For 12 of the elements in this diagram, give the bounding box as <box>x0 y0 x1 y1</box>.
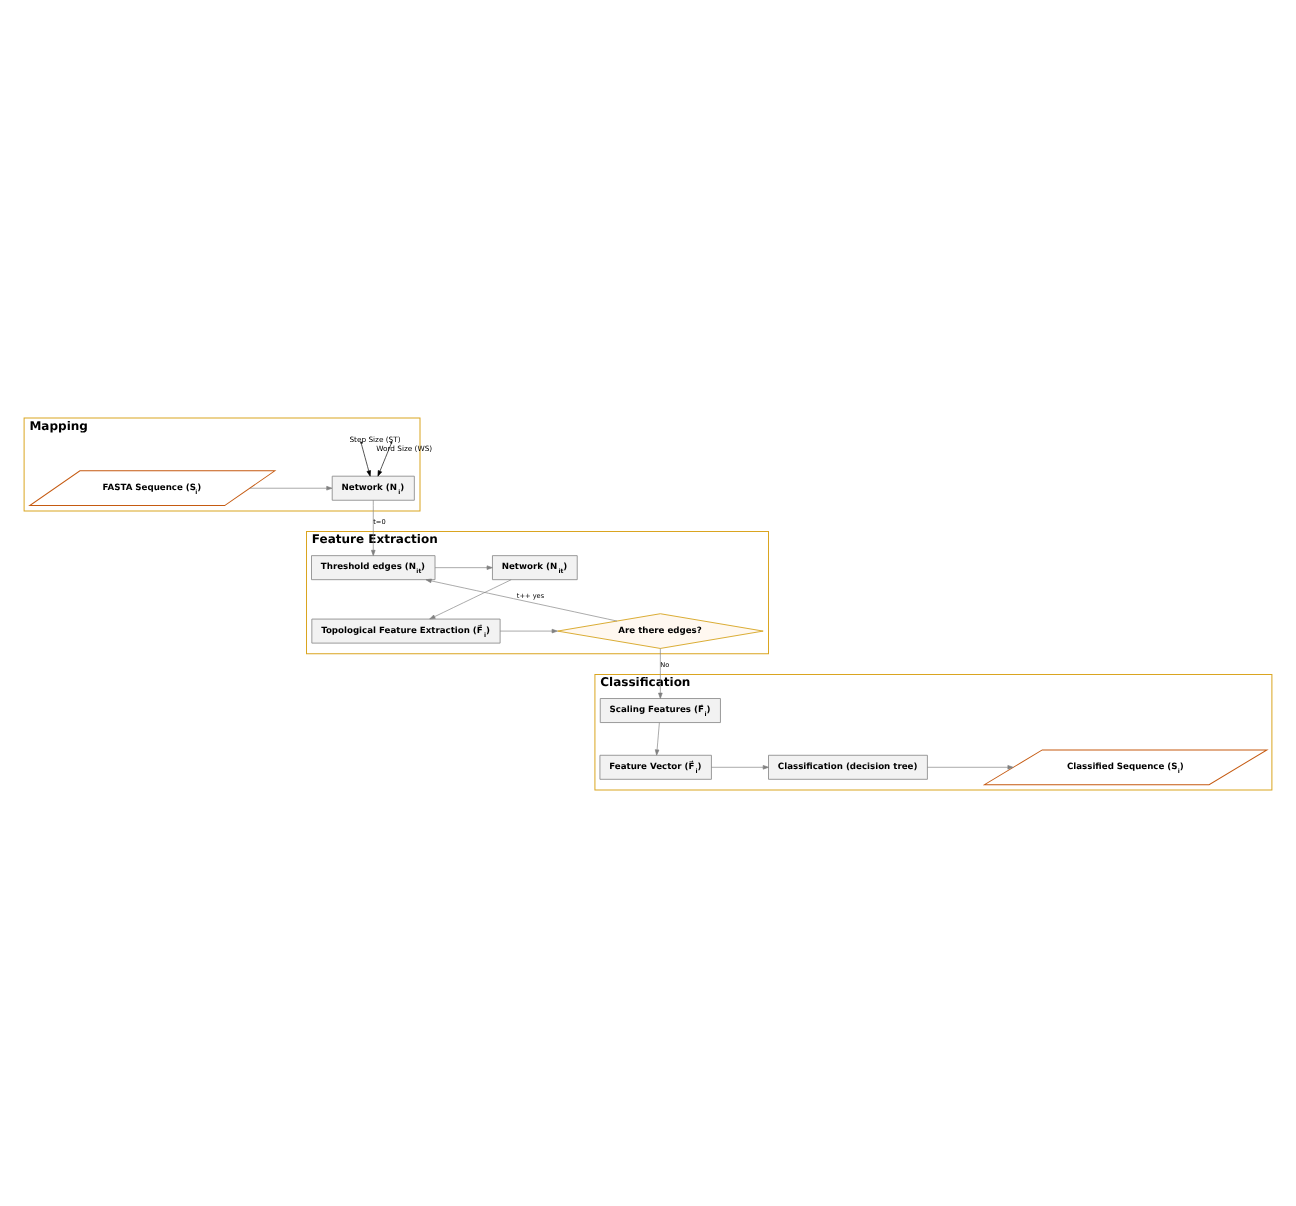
arrow <box>377 442 392 476</box>
arrow <box>434 564 493 569</box>
arrow <box>429 578 512 619</box>
arrow <box>249 485 333 490</box>
arrow <box>371 498 376 555</box>
arrow <box>499 627 558 633</box>
arrow <box>654 721 660 755</box>
arrow <box>927 764 1014 769</box>
arrow <box>425 577 618 621</box>
arrow <box>360 442 371 476</box>
arrow <box>711 764 769 769</box>
arrow <box>658 647 663 698</box>
